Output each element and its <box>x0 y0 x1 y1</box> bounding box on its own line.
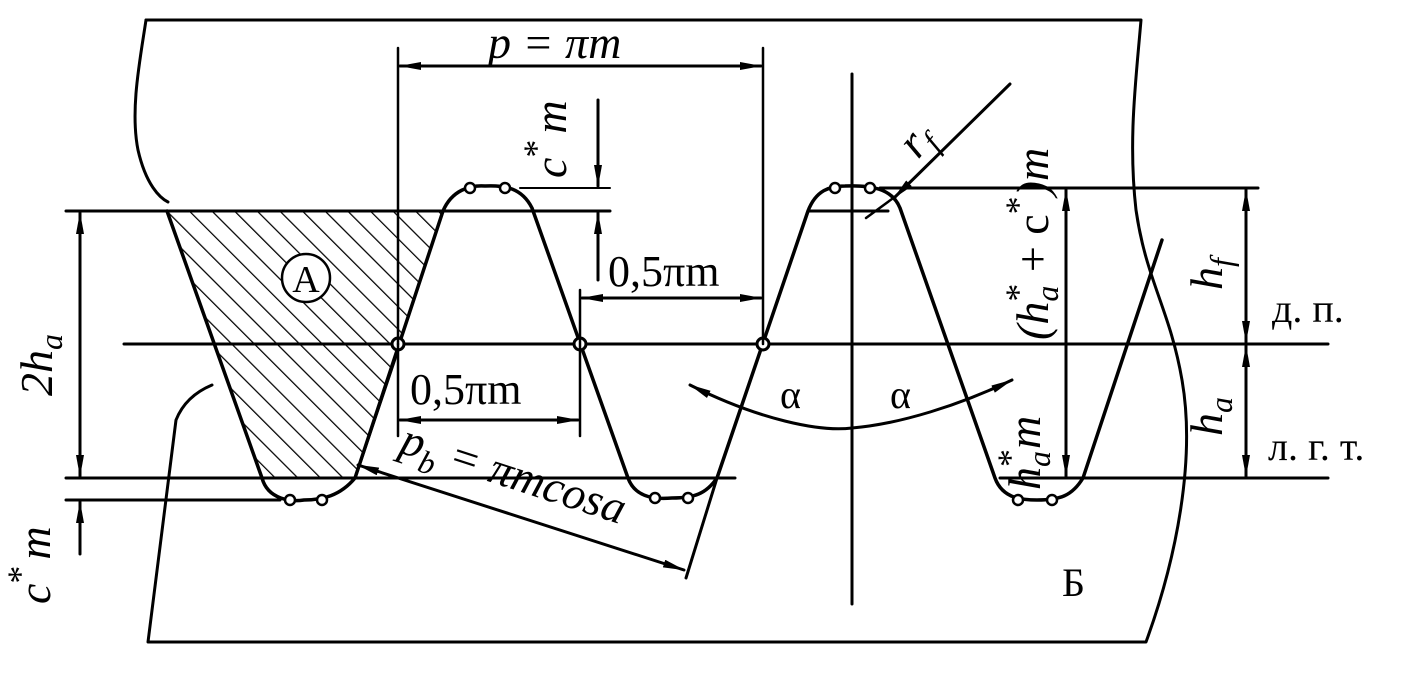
clearance-top-label: c*m <box>516 100 576 178</box>
alpha-left-label: α <box>780 372 801 417</box>
fillet-radius-leader <box>892 82 1012 200</box>
svg-text:ha*m: ha*m <box>990 416 1057 490</box>
fillet-tick <box>864 194 898 220</box>
region-a-circle <box>280 252 332 304</box>
double-addendum-label: 2ha <box>11 334 69 396</box>
profile-markers <box>283 181 1059 507</box>
base-pitch-label: pb = πmcosa <box>389 412 633 542</box>
svg-text:pb = πmcosa: pb = πmcosa <box>389 412 633 542</box>
svg-text:(ha* + c*)m: (ha* + c*)m <box>998 148 1065 340</box>
half-pitch-bottom-label: 0,5πm <box>410 365 521 414</box>
half-pitch-top-label: 0,5πm <box>608 247 719 296</box>
region-b-label: Б <box>1062 560 1085 605</box>
svg-text:hf: hf <box>1181 254 1239 290</box>
region-a-label: А <box>292 259 320 301</box>
blank-outline <box>144 18 1189 644</box>
dedendum-label: hf <box>1181 254 1239 290</box>
pitch-label: p = πm <box>485 17 621 68</box>
alpha-right-label: α <box>890 372 911 417</box>
tool-line-label: л. г. т. <box>1268 424 1364 469</box>
clearance-left-label: c*m <box>0 526 60 604</box>
svg-text:c*m: c*m <box>0 526 60 604</box>
addendum-coef-label: ha*m <box>990 416 1057 490</box>
svg-text:rf: rf <box>887 110 951 171</box>
extension-line-a <box>353 342 402 480</box>
svg-text:ha: ha <box>1181 397 1239 436</box>
pitch-line-label: д. п. <box>1272 286 1344 331</box>
fillet-radius-label: rf <box>887 110 951 171</box>
flank-extension <box>684 476 719 580</box>
addendum-label: ha <box>1181 397 1239 436</box>
full-depth-label: (ha* + c*)m <box>998 148 1065 340</box>
blank-left-edge <box>133 18 170 204</box>
pressure-angle-arc <box>688 378 1014 431</box>
base-pitch-dimension <box>356 463 686 572</box>
svg-text:2ha: 2ha <box>11 334 69 396</box>
svg-text:c*m: c*m <box>516 100 576 178</box>
